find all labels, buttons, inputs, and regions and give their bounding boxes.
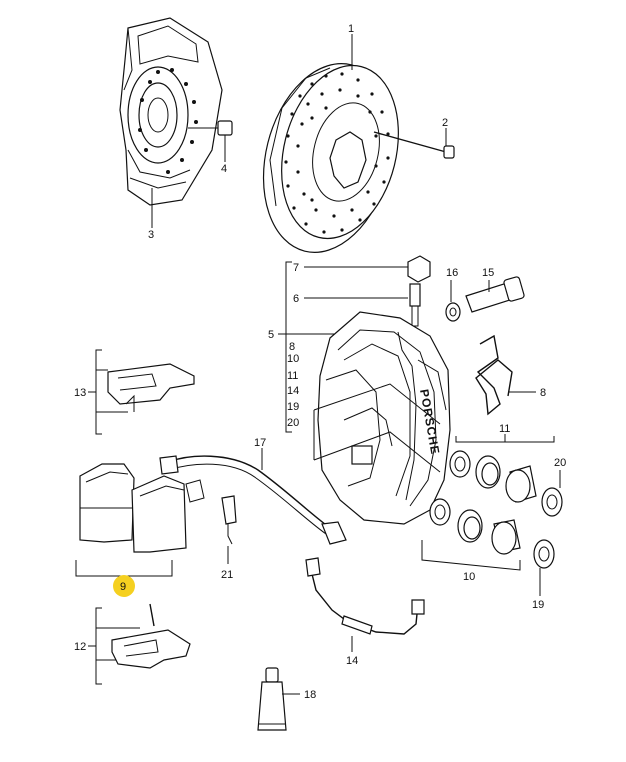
bolt-icon — [465, 276, 525, 313]
callout-11-list: 11 — [287, 370, 298, 382]
callout-18: 18 — [304, 689, 316, 701]
callout-12: 12 — [74, 641, 86, 653]
callout-15: 15 — [482, 267, 494, 279]
washer-icon — [445, 302, 461, 322]
callout-2: 2 — [442, 117, 448, 129]
callout-1: 1 — [348, 23, 354, 35]
grease-tube-icon — [257, 667, 287, 731]
callout-3: 3 — [148, 229, 154, 241]
callout-8-spring: 8 — [540, 387, 546, 399]
callout-4: 4 — [221, 163, 227, 175]
spring-clip-icon — [475, 334, 513, 416]
callout-16: 16 — [446, 267, 458, 279]
callout-7: 7 — [293, 262, 299, 274]
highlight-marker — [113, 575, 135, 597]
callout-20-seal: 20 — [554, 457, 566, 469]
retaining-plate-icon — [111, 603, 191, 669]
callout-9: 9 — [120, 581, 126, 593]
callout-21: 21 — [221, 569, 233, 581]
callout-10-list: 10 — [287, 353, 299, 365]
callout-11-piston: 11 — [499, 423, 510, 435]
callout-10-piston: 10 — [463, 571, 475, 583]
bleeder-valve-icon — [407, 255, 431, 327]
brake-disc-icon — [262, 63, 399, 253]
callout-8-list: 8 — [289, 341, 295, 353]
wear-sensor-icon — [159, 455, 347, 545]
wear-sensor-icon — [221, 495, 237, 545]
bolt-icon — [188, 120, 233, 136]
callout-6: 6 — [293, 293, 299, 305]
callout-19-list: 19 — [287, 401, 299, 413]
callout-5: 5 — [268, 329, 274, 341]
brake-caliper-icon: PORSCHE — [317, 311, 451, 525]
brake-line-icon — [305, 557, 425, 635]
dust-shield-icon — [119, 17, 223, 206]
callout-17: 17 — [254, 437, 266, 449]
callout-14-list: 14 — [287, 385, 299, 397]
piston-seal-icon — [429, 498, 555, 569]
bolt-icon — [373, 131, 455, 159]
callout-20-list: 20 — [287, 417, 299, 429]
brake-pad-icon — [79, 463, 187, 553]
piston-seal-icon — [449, 450, 563, 517]
retaining-plate-icon — [107, 363, 195, 412]
callout-19-seal: 19 — [532, 599, 544, 611]
callout-13: 13 — [74, 387, 86, 399]
callout-14-line: 14 — [346, 655, 358, 667]
